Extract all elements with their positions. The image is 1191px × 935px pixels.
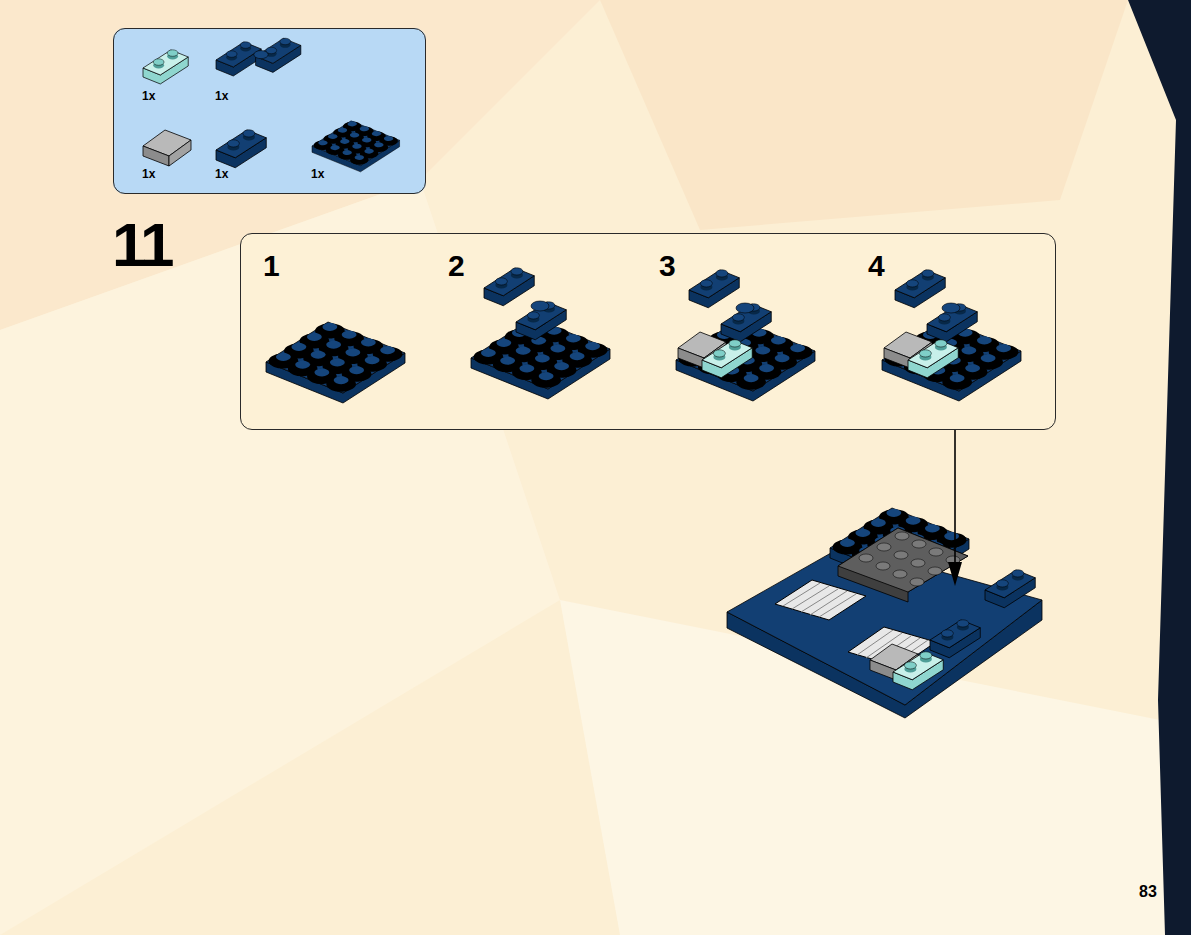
part-quantity: 1x	[215, 90, 228, 102]
sub-step-number: 1	[263, 251, 280, 281]
page-number: 83	[1139, 884, 1157, 900]
sub-step-models	[266, 268, 1021, 403]
parts-list-panel: 1x 1x 1x 1x 1x	[113, 28, 426, 194]
part-quantity: 1x	[311, 168, 324, 180]
part-quantity: 1x	[215, 168, 228, 180]
part-icons	[143, 38, 400, 172]
step-number: 11	[112, 214, 172, 276]
part-quantity: 1x	[142, 168, 155, 180]
part-quantity: 1x	[142, 90, 155, 102]
sub-step-number: 2	[448, 251, 465, 281]
sub-step-number: 4	[868, 251, 885, 281]
placement-arrow	[948, 430, 962, 586]
sub-step-panel: 1 2 3 4	[240, 233, 1056, 430]
sub-step-number: 3	[659, 251, 676, 281]
main-model	[727, 508, 1042, 718]
